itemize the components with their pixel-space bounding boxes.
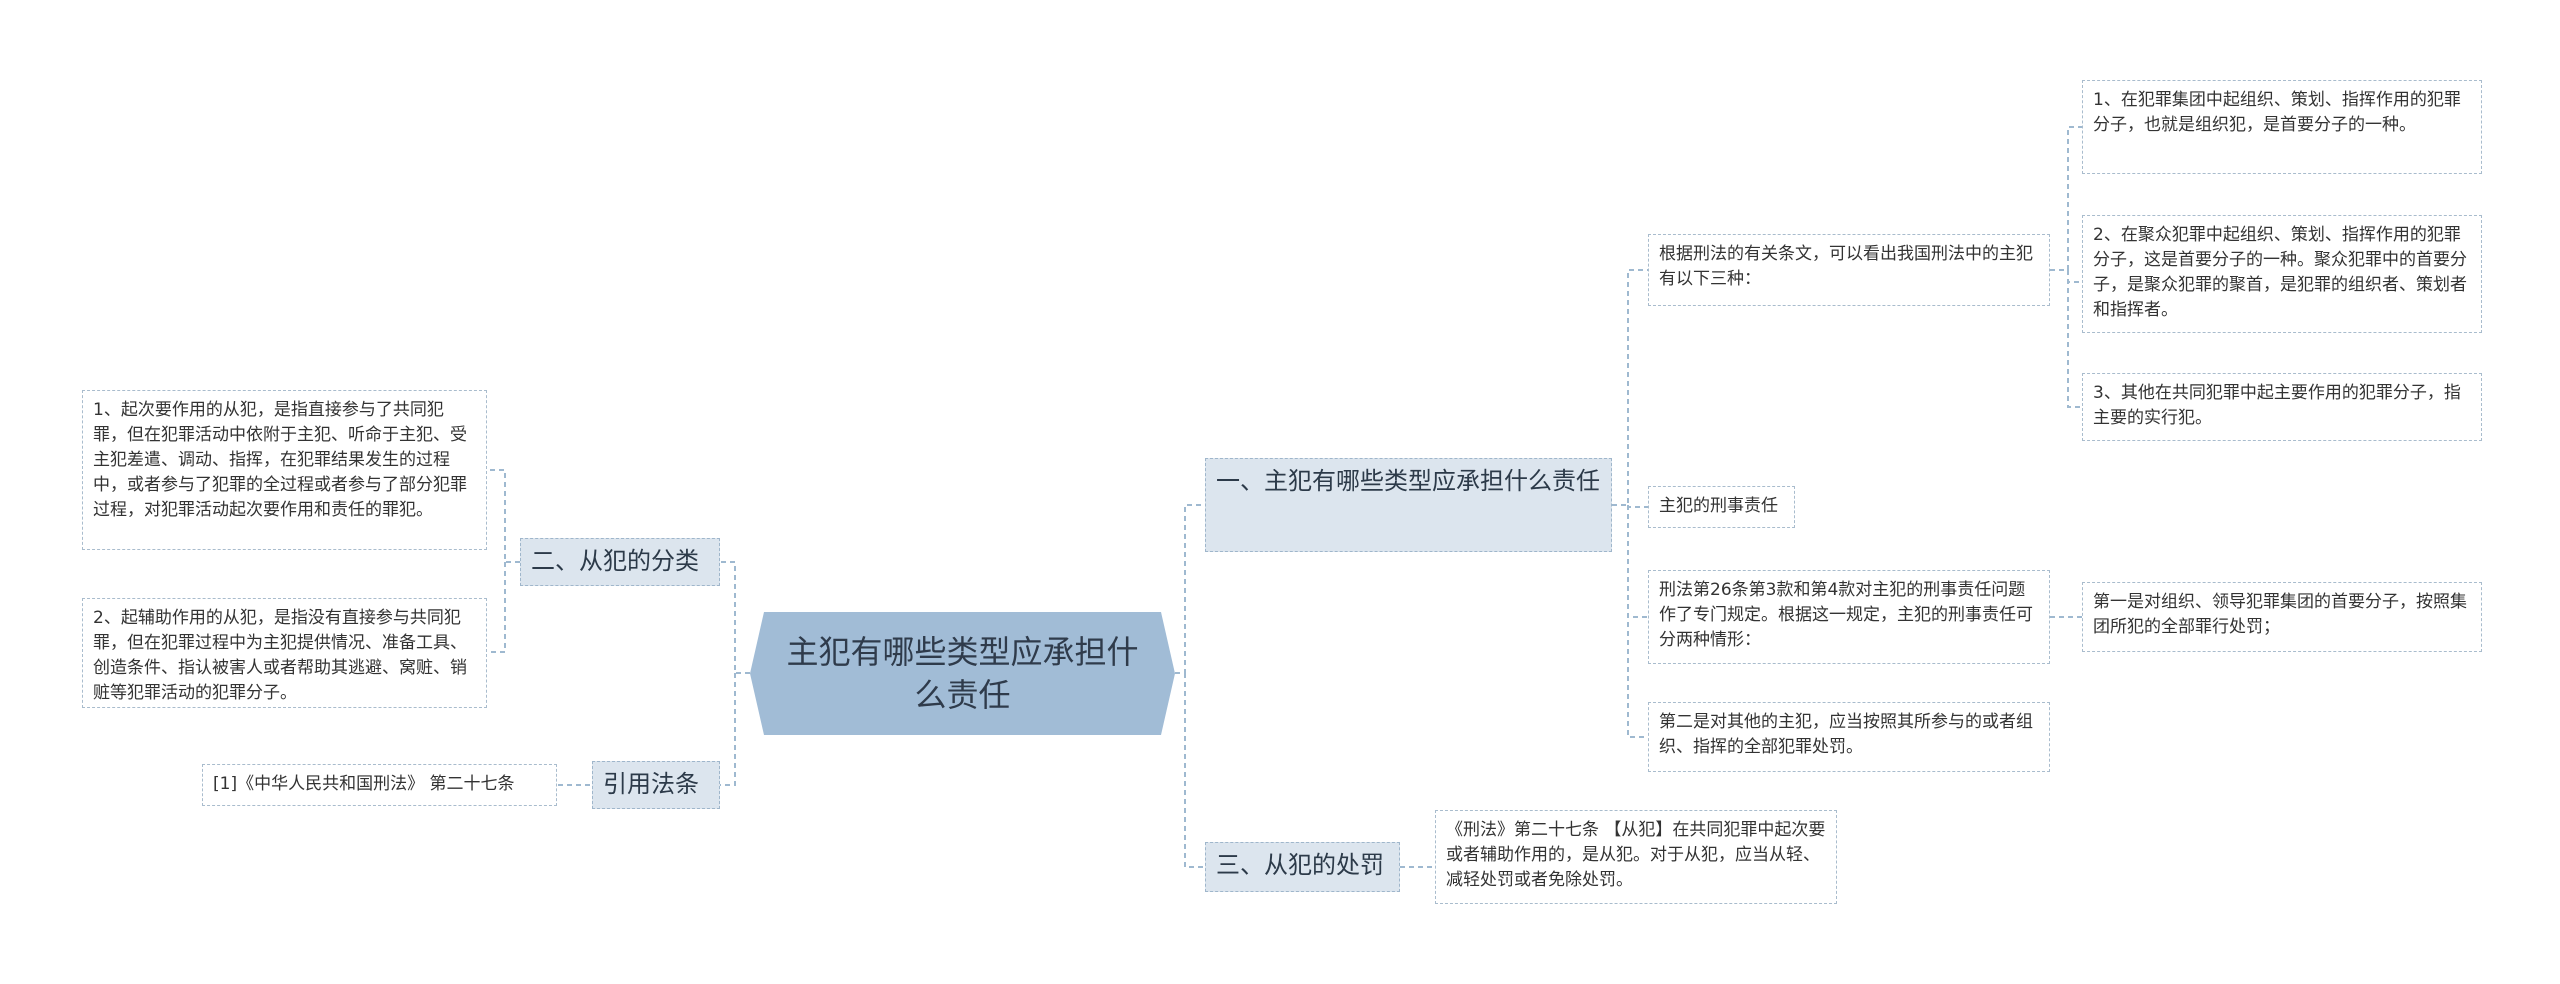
branch-cited-law[interactable]: 引用法条 <box>592 761 720 809</box>
branch-accessory-classification[interactable]: 二、从犯的分类 <box>520 538 720 586</box>
leaf-secondary-role[interactable]: 1、起次要作用的从犯，是指直接参与了共同犯罪，但在犯罪活动中依附于主犯、听命于主… <box>82 390 487 550</box>
branch-main-offender-types[interactable]: 一、主犯有哪些类型应承担什么责任 <box>1205 458 1612 552</box>
branch-accessory-punishment[interactable]: 三、从犯的处罚 <box>1205 842 1400 892</box>
leaf-type-1[interactable]: 1、在犯罪集团中起组织、策划、指挥作用的犯罪分子，也就是组织犯，是首要分子的一种… <box>2082 80 2482 174</box>
root-topic[interactable]: 主犯有哪些类型应承担什么责任 <box>750 612 1175 735</box>
leaf-article-27[interactable]: 《刑法》第二十七条 【从犯】在共同犯罪中起次要或者辅助作用的，是从犯。对于从犯，… <box>1435 810 1837 904</box>
leaf-article-26[interactable]: 刑法第26条第3款和第4款对主犯的刑事责任问题作了专门规定。根据这一规定，主犯的… <box>1648 570 2050 664</box>
leaf-second-case[interactable]: 第二是对其他的主犯，应当按照其所参与的或者组织、指挥的全部犯罪处罚。 <box>1648 702 2050 772</box>
leaf-type-3[interactable]: 3、其他在共同犯罪中起主要作用的犯罪分子，指主要的实行犯。 <box>2082 373 2482 441</box>
branch-label: 一、主犯有哪些类型应承担什么责任 <box>1216 467 1600 495</box>
root-hexagon-shape <box>750 612 1175 735</box>
leaf-auxiliary-role[interactable]: 2、起辅助作用的从犯，是指没有直接参与共同犯罪，但在犯罪过程中为主犯提供情况、准… <box>82 598 487 708</box>
leaf-three-types-intro[interactable]: 根据刑法的有关条文，可以看出我国刑法中的主犯有以下三种： <box>1648 234 2050 306</box>
leaf-criminal-law-citation[interactable]: [1]《中华人民共和国刑法》 第二十七条 <box>202 764 557 806</box>
leaf-type-2[interactable]: 2、在聚众犯罪中起组织、策划、指挥作用的犯罪分子，这是首要分子的一种。聚众犯罪中… <box>2082 215 2482 333</box>
leaf-first-case[interactable]: 第一是对组织、领导犯罪集团的首要分子，按照集团所犯的全部罪行处罚； <box>2082 582 2482 652</box>
leaf-criminal-liability[interactable]: 主犯的刑事责任 <box>1648 486 1795 528</box>
root-title: 主犯有哪些类型应承担什么责任 <box>786 632 1139 714</box>
